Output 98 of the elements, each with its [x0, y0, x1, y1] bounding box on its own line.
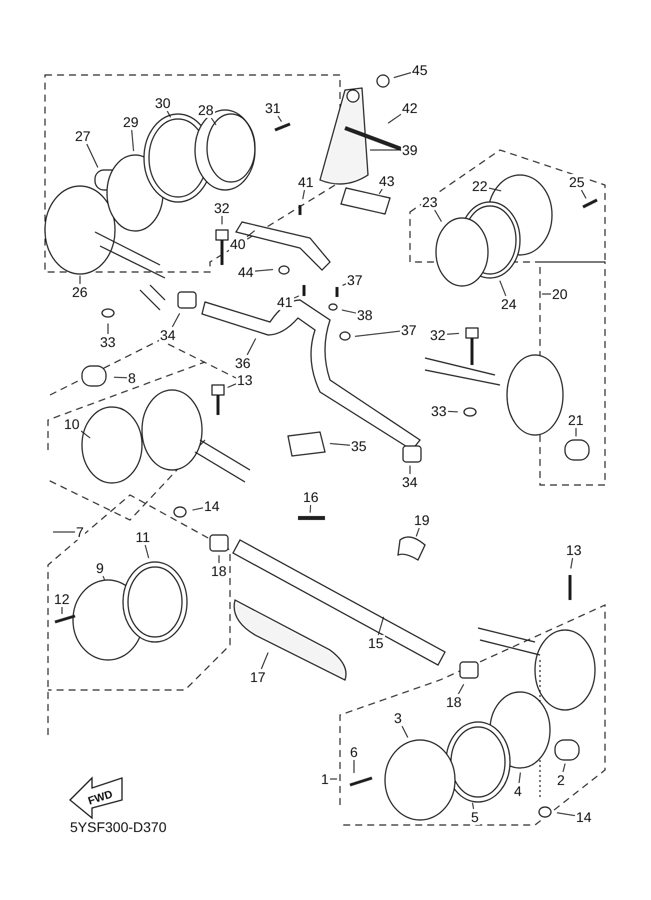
- callout-number: 18: [210, 563, 228, 579]
- callout-number: 31: [264, 100, 282, 116]
- callout-number: 43: [378, 173, 396, 189]
- callout-number: 19: [413, 512, 431, 528]
- leader-line: [302, 190, 305, 200]
- callout-number: 33: [430, 403, 448, 419]
- callout-number: 40: [229, 236, 247, 252]
- callout-number: 26: [71, 284, 89, 300]
- leader-line: [448, 410, 458, 412]
- leader-line: [102, 576, 105, 580]
- callout-number: 14: [575, 809, 593, 825]
- leader-line: [342, 283, 346, 286]
- leader-line: [416, 528, 420, 537]
- callout-number: 24: [500, 296, 518, 312]
- callout-number: 23: [421, 194, 439, 210]
- callout-number: 28: [197, 102, 215, 118]
- leader-line: [580, 190, 587, 199]
- callout-number: 41: [297, 174, 315, 190]
- callout-number: 2: [556, 772, 566, 788]
- leader-line: [518, 772, 521, 784]
- callout-number: 32: [213, 200, 231, 216]
- callout-number: 45: [411, 62, 429, 78]
- callout-number: 32: [429, 327, 447, 343]
- leader-line: [330, 778, 338, 780]
- callout-number: 38: [356, 307, 374, 323]
- leader-line: [166, 110, 172, 118]
- leader-line: [246, 230, 256, 238]
- callout-number: 15: [367, 635, 385, 651]
- leader-line: [472, 802, 474, 810]
- callout-number: 3: [393, 710, 403, 726]
- leader-line: [227, 383, 236, 388]
- leader-line: [278, 116, 282, 122]
- callout-number: 4: [513, 783, 523, 799]
- callout-number: 35: [350, 438, 368, 454]
- callout-number: 44: [237, 264, 255, 280]
- direction-label: FWD: [86, 788, 114, 808]
- callout-number: 36: [234, 355, 252, 371]
- leader-line: [114, 376, 128, 378]
- leader-line: [388, 114, 402, 124]
- leader-line: [341, 310, 356, 314]
- callout-number: 30: [154, 95, 172, 111]
- callout-number: 1: [320, 771, 330, 787]
- callout-number: 42: [401, 100, 419, 116]
- leader-line: [458, 684, 464, 694]
- part-code-label: 5YSF300-D370: [70, 819, 167, 835]
- leader-line: [329, 442, 350, 446]
- callout-number: 12: [53, 591, 71, 607]
- callout-number: 37: [346, 272, 364, 288]
- callout-number: 25: [568, 174, 586, 190]
- callout-number: 18: [445, 694, 463, 710]
- callout-number: 9: [95, 560, 105, 576]
- leader-line: [218, 554, 220, 564]
- callout-number: 7: [75, 524, 85, 540]
- callout-number: 20: [551, 286, 569, 302]
- callout-number: 14: [203, 498, 221, 514]
- callout-number: 17: [249, 669, 267, 685]
- leader-line: [499, 280, 506, 296]
- callout-number: 16: [302, 489, 320, 505]
- callout-number: 5: [470, 809, 480, 825]
- leader-line: [393, 72, 412, 78]
- callout-number: 22: [471, 178, 489, 194]
- callout-number: 33: [99, 334, 117, 350]
- callout-number: 11: [134, 529, 152, 545]
- leader-line: [260, 652, 269, 670]
- leader-line: [144, 544, 150, 559]
- callout-number: 13: [565, 542, 583, 558]
- callout-number: 34: [159, 327, 177, 343]
- callout-number: 21: [567, 412, 585, 428]
- leader-line: [210, 118, 216, 126]
- leader-line: [131, 130, 134, 152]
- leader-line: [402, 726, 408, 738]
- leader-line: [446, 332, 460, 335]
- callout-number: 39: [401, 142, 419, 158]
- leader-line: [434, 210, 442, 222]
- leader-line: [192, 507, 204, 511]
- leader-line: [254, 268, 274, 272]
- callout-number: 34: [401, 474, 419, 490]
- leader-line: [310, 504, 312, 514]
- callout-number: 37: [400, 322, 418, 338]
- leader-line: [172, 312, 180, 328]
- callout-number: 27: [74, 128, 92, 144]
- leader-line: [488, 188, 502, 192]
- leader-line: [378, 188, 383, 194]
- leader-line: [246, 338, 256, 356]
- leader-line: [570, 558, 574, 569]
- callout-number: 13: [236, 372, 254, 388]
- leader-line: [378, 616, 384, 636]
- leader-line: [80, 430, 91, 438]
- leader-line: [86, 144, 98, 168]
- callout-number: 29: [122, 114, 140, 130]
- callout-number: 6: [349, 744, 359, 760]
- callout-number: 41: [276, 294, 294, 310]
- leader-line: [294, 295, 300, 299]
- leader-line: [562, 763, 566, 772]
- callout-number: 8: [127, 370, 137, 386]
- leader-line: [354, 330, 400, 337]
- leader-line: [556, 812, 576, 816]
- callout-number: 10: [63, 416, 81, 432]
